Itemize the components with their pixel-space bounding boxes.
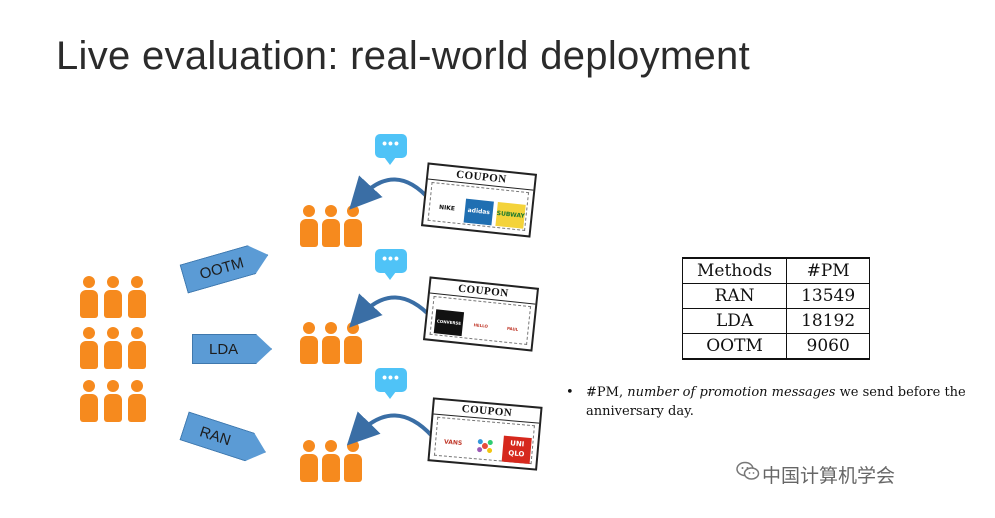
paul-frank-logo: PAUL FRANK [506, 325, 519, 332]
uniqlo-logo: UNI QLO [501, 435, 532, 464]
person-icon [344, 322, 362, 364]
bullet: • [566, 385, 574, 400]
note-term: #PM, [586, 385, 624, 400]
table-cell: LDA [681, 308, 788, 334]
person-icon [104, 276, 122, 318]
table-header: #PM [786, 257, 871, 284]
person-icon [300, 440, 318, 482]
results-table: Methods #PM RAN 13549 LDA 18192 OOTM 906… [681, 257, 871, 360]
person-icon [322, 440, 340, 482]
person-icon [322, 205, 340, 247]
converse-logo: CONVERSE [433, 309, 465, 337]
person-icon [128, 380, 146, 422]
coupon-card: COUPON VANS UNI QLO [427, 397, 543, 471]
table-header-row: Methods #PM [681, 257, 871, 284]
table-row: RAN 13549 [681, 283, 871, 309]
table-cell: 9060 [786, 333, 871, 360]
person-icon [322, 322, 340, 364]
adidas-logo: adidas [463, 198, 494, 226]
vans-logo: VANS [443, 438, 463, 448]
person-icon [344, 440, 362, 482]
person-icon [128, 327, 146, 369]
method-label: LDA [209, 341, 239, 358]
person-icon [344, 205, 362, 247]
table-cell: 18192 [786, 308, 871, 334]
slide-title: Live evaluation: real-world deployment [56, 34, 750, 78]
note-italic: number of promotion messages [627, 385, 836, 400]
chat-bubble-icon: ••• [375, 134, 407, 165]
person-icon [300, 322, 318, 364]
coupon-card: COUPON NIKE adidas SUBWAY [420, 162, 538, 238]
coupon-card: COUPON CONVERSE HELLO KITTY PAUL FRANK [422, 276, 540, 352]
table-cell: 13549 [786, 283, 871, 309]
person-icon [80, 327, 98, 369]
pm-definition-note: • #PM, number of promotion messages we s… [566, 383, 991, 421]
flower-logo [470, 433, 500, 459]
method-arrow-ootm: OOTM [180, 240, 273, 293]
wechat-icon [736, 461, 760, 480]
watermark-text: 中国计算机学会 [762, 465, 896, 487]
curved-arrow-icon [349, 175, 432, 210]
table-cell: RAN [681, 283, 788, 309]
table-cell: OOTM [681, 333, 788, 360]
table-row: LDA 18192 [681, 308, 871, 334]
person-icon [80, 380, 98, 422]
hello-kitty-logo: HELLO KITTY [473, 322, 489, 329]
curved-arrow-icon [346, 411, 434, 446]
method-label: RAN [197, 423, 233, 450]
method-arrow-ran: RAN [179, 411, 270, 466]
curved-arrow-icon [349, 293, 434, 328]
person-icon [104, 380, 122, 422]
nike-logo: NIKE [438, 203, 456, 213]
person-icon [128, 276, 146, 318]
person-icon [104, 327, 122, 369]
person-icon [300, 205, 318, 247]
table-row: OOTM 9060 [681, 333, 871, 360]
chat-bubble-icon: ••• [375, 249, 407, 280]
method-arrow-lda: LDA [192, 334, 272, 364]
subway-logo: SUBWAY [495, 201, 526, 229]
table-header: Methods [681, 257, 788, 284]
note-rest: we send before the anniversary day. [586, 385, 966, 419]
person-icon [80, 276, 98, 318]
method-label: OOTM [197, 254, 246, 284]
chat-bubble-icon: ••• [375, 368, 407, 399]
